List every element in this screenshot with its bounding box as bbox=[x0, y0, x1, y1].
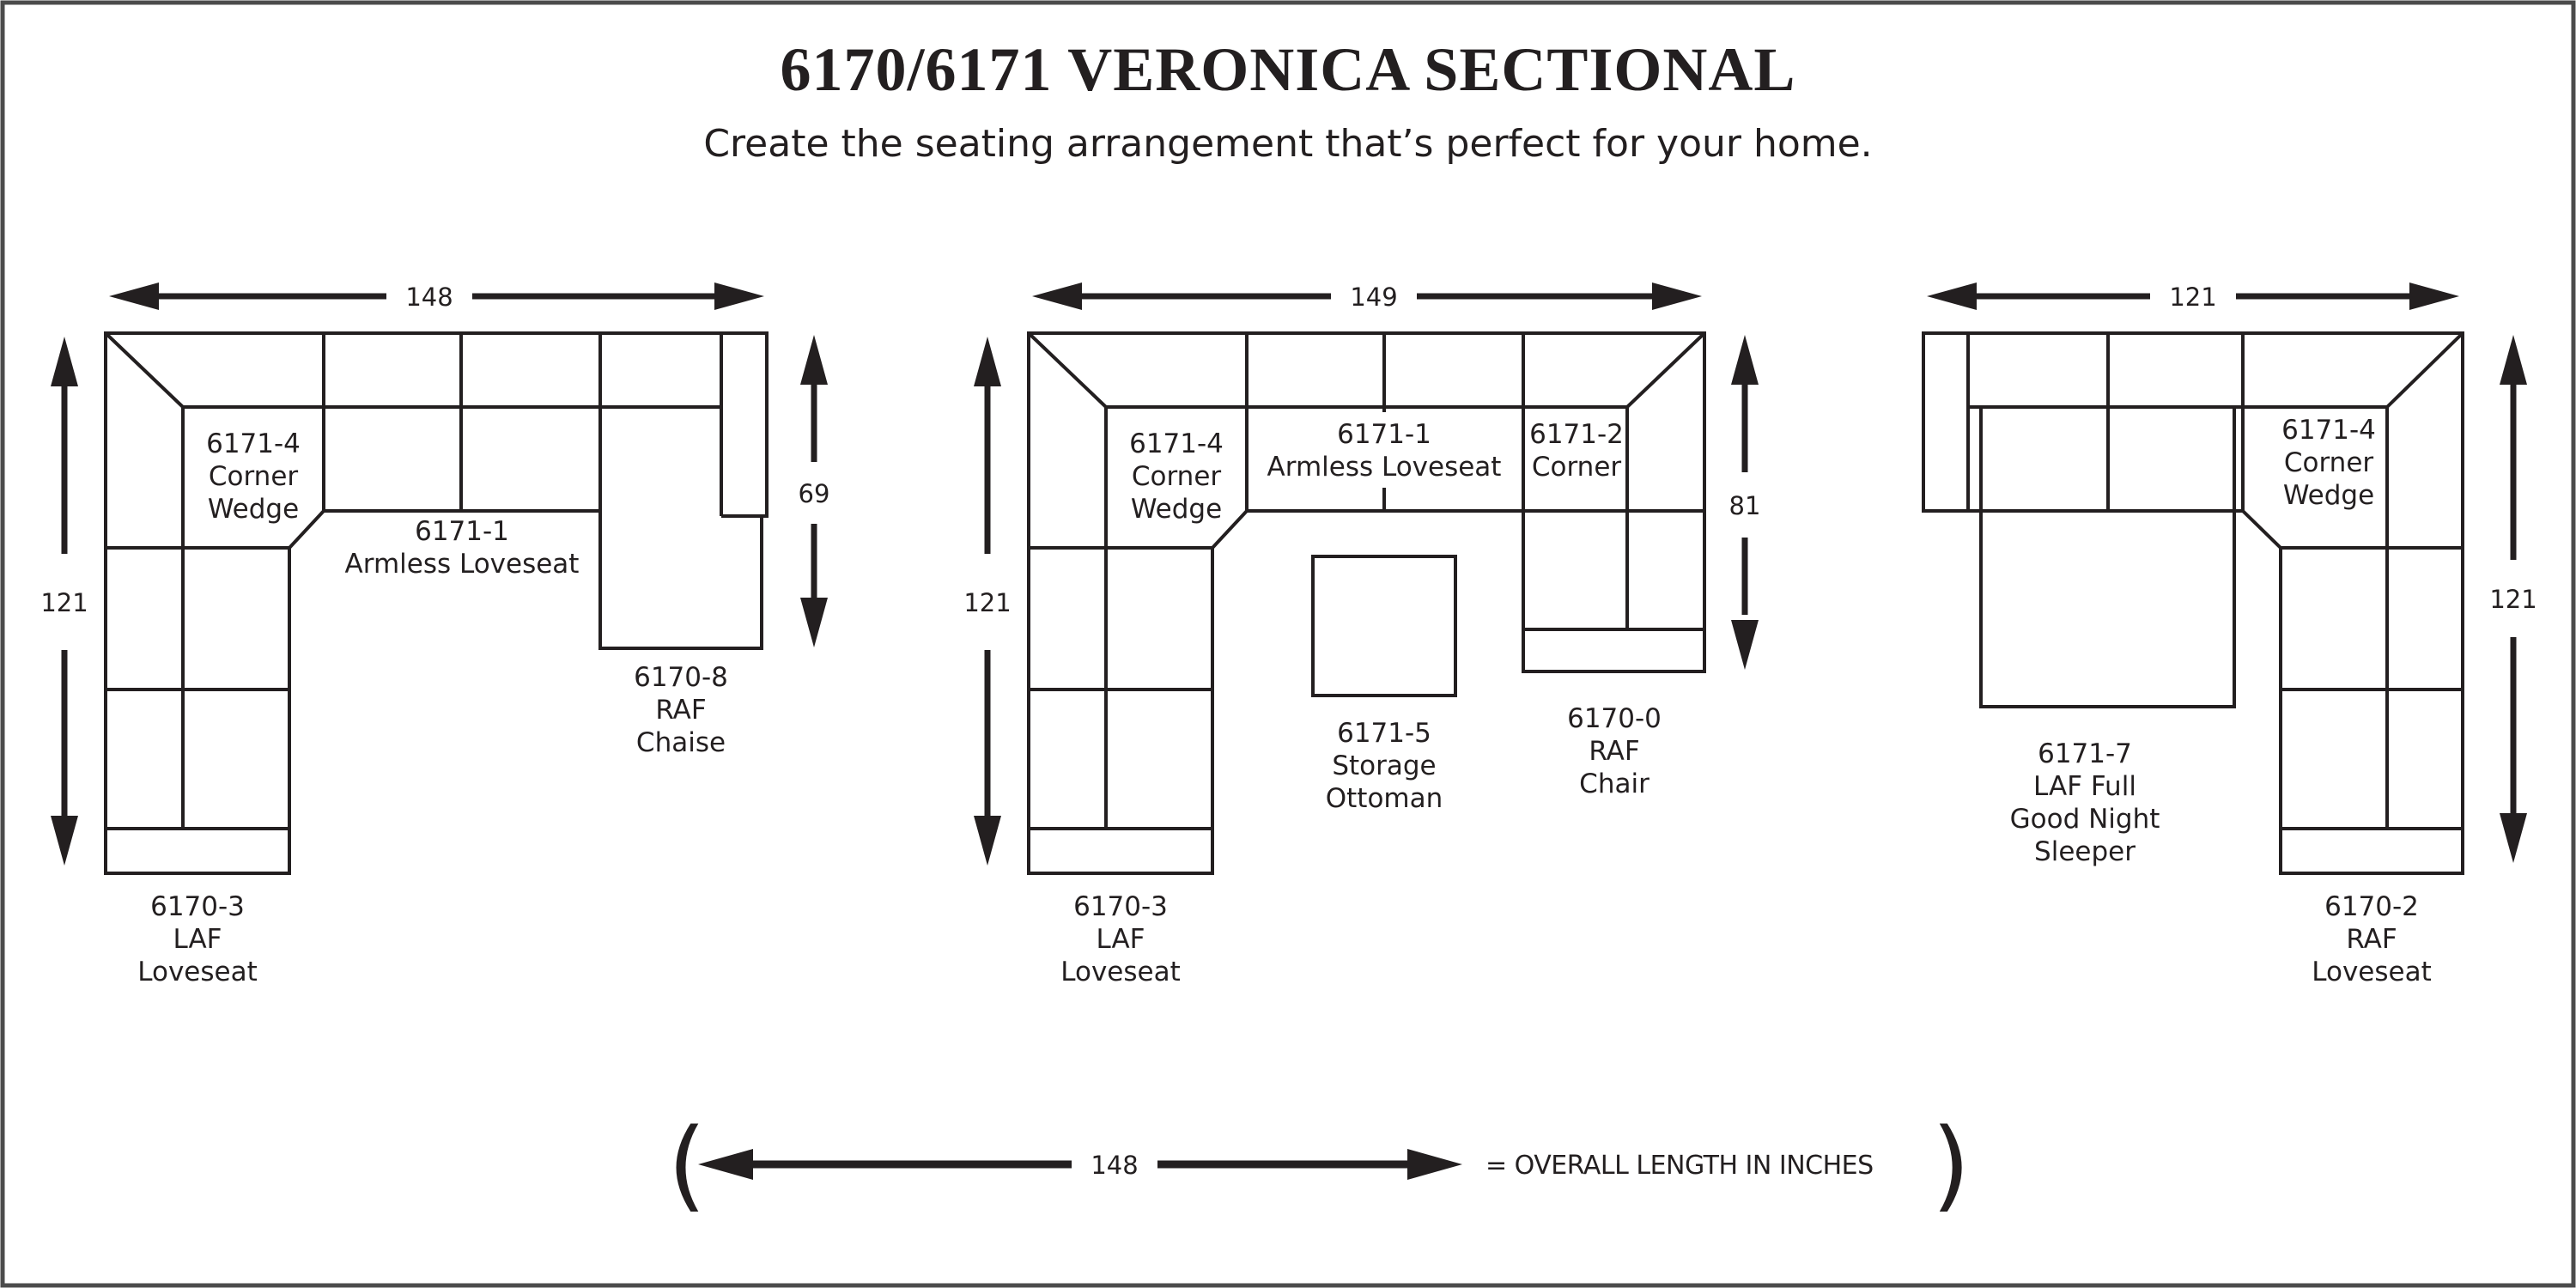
layout-1-divisions bbox=[104, 331, 762, 830]
piece-label-wedge: 6171-4 bbox=[1129, 428, 1224, 459]
layout-2-left-height-arrow: 121 bbox=[963, 337, 1012, 866]
width-dimension: 149 bbox=[1350, 283, 1397, 312]
piece-label-wedge: Corner bbox=[209, 461, 299, 492]
legend-close-paren: ) bbox=[1932, 1108, 1971, 1223]
piece-label-laf-loveseat: 6170-3 bbox=[150, 891, 245, 922]
layout-1-width-arrow: 148 bbox=[109, 283, 764, 312]
width-dimension: 148 bbox=[405, 283, 453, 312]
right-height-dimension: 81 bbox=[1729, 491, 1761, 520]
layout-1-diagram: 148 121 69 6171-4 Corner Wedge 6171-1 Ar… bbox=[40, 283, 829, 987]
piece-label-armless-loveseat: Armless Loveseat bbox=[1267, 452, 1502, 483]
piece-label-raf-chair: RAF bbox=[1589, 736, 1639, 767]
piece-label-wedge: Corner bbox=[2284, 447, 2374, 478]
piece-label-armless-loveseat: 6171-1 bbox=[1337, 419, 1431, 450]
layout-3-divisions bbox=[1966, 331, 2464, 830]
layout-2-right-height-arrow: 81 bbox=[1729, 335, 1761, 670]
piece-label-raf-chaise: Chaise bbox=[636, 727, 726, 758]
layout-1-outline bbox=[104, 331, 769, 875]
layout-3-diagram: 121 121 6171-4 Corner Wedge 6171-7 LAF F… bbox=[1922, 283, 2537, 987]
layout-3-sleeper-outline bbox=[1922, 331, 2245, 513]
layout-2-width-arrow: 149 bbox=[1032, 283, 1702, 312]
piece-label-laf-loveseat: Loveseat bbox=[1060, 957, 1181, 987]
piece-label-corner: Corner bbox=[1532, 452, 1622, 483]
piece-label-armless-loveseat: Armless Loveseat bbox=[345, 549, 580, 580]
piece-label-raf-chaise: 6170-8 bbox=[634, 662, 728, 693]
piece-label-wedge: Wedge bbox=[208, 494, 299, 525]
piece-label-wedge: Wedge bbox=[1131, 494, 1222, 525]
legend-caption: = OVERALL LENGTH IN INCHES bbox=[1485, 1151, 1874, 1181]
chaise-depth-dimension: 69 bbox=[799, 479, 830, 508]
piece-label-raf-loveseat: Loveseat bbox=[2312, 957, 2432, 987]
piece-label-storage-ottoman: 6171-5 bbox=[1337, 718, 1431, 749]
piece-label-laf-loveseat: 6170-3 bbox=[1073, 891, 1168, 922]
piece-label-storage-ottoman: Ottoman bbox=[1326, 783, 1443, 814]
page-title: 6170/6171 VERONICA SECTIONAL bbox=[781, 35, 1796, 104]
layout-2-diagram: 149 121 81 6171-4 Corner Wedge 6171-1 Ar… bbox=[963, 283, 1760, 987]
piece-label-wedge: Corner bbox=[1132, 461, 1222, 492]
layout-1-left-height-arrow: 121 bbox=[40, 337, 88, 866]
layout-1-chaise-depth-arrow: 69 bbox=[799, 335, 830, 647]
piece-label-raf-chair: Chair bbox=[1579, 769, 1649, 799]
legend-sample-dimension: 148 bbox=[1091, 1151, 1138, 1180]
piece-label-laf-loveseat: Loveseat bbox=[137, 957, 258, 987]
piece-label-laf-loveseat: LAF bbox=[1096, 924, 1145, 955]
piece-label-sleeper: Sleeper bbox=[2034, 836, 2136, 867]
piece-label-raf-chair: 6170-0 bbox=[1567, 703, 1662, 734]
piece-label-armless-loveseat: 6171-1 bbox=[415, 516, 509, 547]
height-dimension: 121 bbox=[963, 588, 1011, 617]
piece-label-wedge: Wedge bbox=[2283, 480, 2374, 511]
piece-label-wedge: 6171-4 bbox=[2281, 415, 2376, 446]
piece-label-raf-loveseat: RAF bbox=[2346, 924, 2397, 955]
layout-3-width-arrow: 121 bbox=[1927, 283, 2459, 312]
page-subtitle: Create the seating arrangement that’s pe… bbox=[703, 122, 1872, 166]
piece-label-laf-loveseat: LAF bbox=[173, 924, 222, 955]
piece-label-sleeper: Good Night bbox=[2010, 804, 2160, 835]
piece-label-sleeper: LAF Full bbox=[2033, 771, 2136, 802]
layout-2-ottoman-outline bbox=[1311, 555, 1457, 697]
layout-2-divisions bbox=[1027, 331, 1706, 830]
width-dimension: 121 bbox=[2169, 283, 2216, 312]
piece-label-corner: 6171-2 bbox=[1529, 419, 1624, 450]
height-dimension: 121 bbox=[2489, 585, 2537, 614]
piece-label-raf-loveseat: 6170-2 bbox=[2324, 891, 2419, 922]
layout-3-right-height-arrow: 121 bbox=[2489, 335, 2537, 863]
piece-label-storage-ottoman: Storage bbox=[1332, 750, 1436, 781]
legend: ( 148 = OVERALL LENGTH IN INCHES ) bbox=[668, 1108, 1971, 1223]
piece-label-wedge: 6171-4 bbox=[206, 428, 301, 459]
piece-label-sleeper: 6171-7 bbox=[2038, 738, 2132, 769]
piece-label-raf-chaise: RAF bbox=[655, 695, 706, 726]
height-dimension: 121 bbox=[40, 588, 88, 617]
legend-open-paren: ( bbox=[668, 1108, 707, 1223]
